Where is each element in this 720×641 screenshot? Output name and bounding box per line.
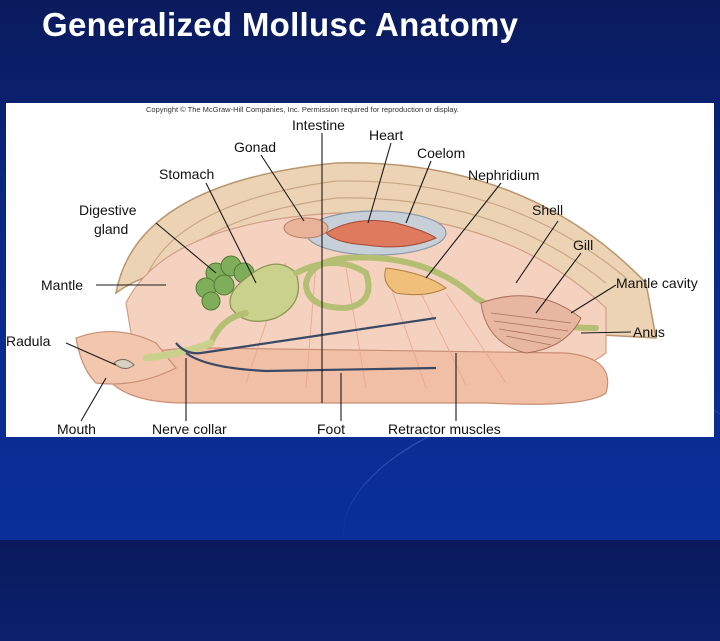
label-mantle: Mantle — [41, 277, 83, 293]
label-digestive-gland-line1: Digestive — [79, 202, 137, 218]
label-mouth: Mouth — [57, 421, 96, 437]
gill-shape — [480, 295, 582, 354]
heart-shape — [325, 220, 438, 248]
label-nerve-collar: Nerve collar — [152, 421, 227, 437]
label-nephridium: Nephridium — [468, 167, 540, 183]
label-anus: Anus — [633, 324, 665, 340]
label-stomach: Stomach — [159, 166, 214, 182]
foot-shape — [100, 347, 609, 405]
label-shell: Shell — [532, 202, 563, 218]
label-coelom: Coelom — [417, 145, 465, 161]
label-radula: Radula — [6, 333, 51, 349]
copyright-notice: Copyright © The McGraw-Hill Companies, I… — [146, 105, 459, 114]
label-retractor-muscles: Retractor muscles — [388, 421, 501, 437]
label-intestine: Intestine — [292, 117, 345, 133]
nephridium-shape — [384, 267, 447, 296]
label-gill: Gill — [573, 237, 593, 253]
label-foot: Foot — [317, 421, 345, 437]
nerve-collar-shape — [175, 316, 437, 373]
slide-title: Generalized Mollusc Anatomy — [42, 6, 519, 43]
esophagus-shape — [142, 339, 215, 362]
label-heart: Heart — [369, 127, 403, 143]
mollusc-anatomy-diagram: Intestine Heart Gonad Coelom Stomach Nep… — [6, 117, 698, 437]
gonad-shape — [283, 217, 329, 239]
label-mantle-cavity: Mantle cavity — [616, 275, 698, 291]
leader-lines — [65, 133, 632, 422]
label-gonad: Gonad — [234, 139, 276, 155]
radula-shape — [113, 359, 135, 369]
anatomy-figure-panel: Copyright © The McGraw-Hill Companies, I… — [6, 103, 714, 437]
head-shape — [75, 331, 177, 385]
label-digestive-gland-line2: gland — [94, 221, 128, 237]
stomach-shape — [229, 263, 300, 322]
